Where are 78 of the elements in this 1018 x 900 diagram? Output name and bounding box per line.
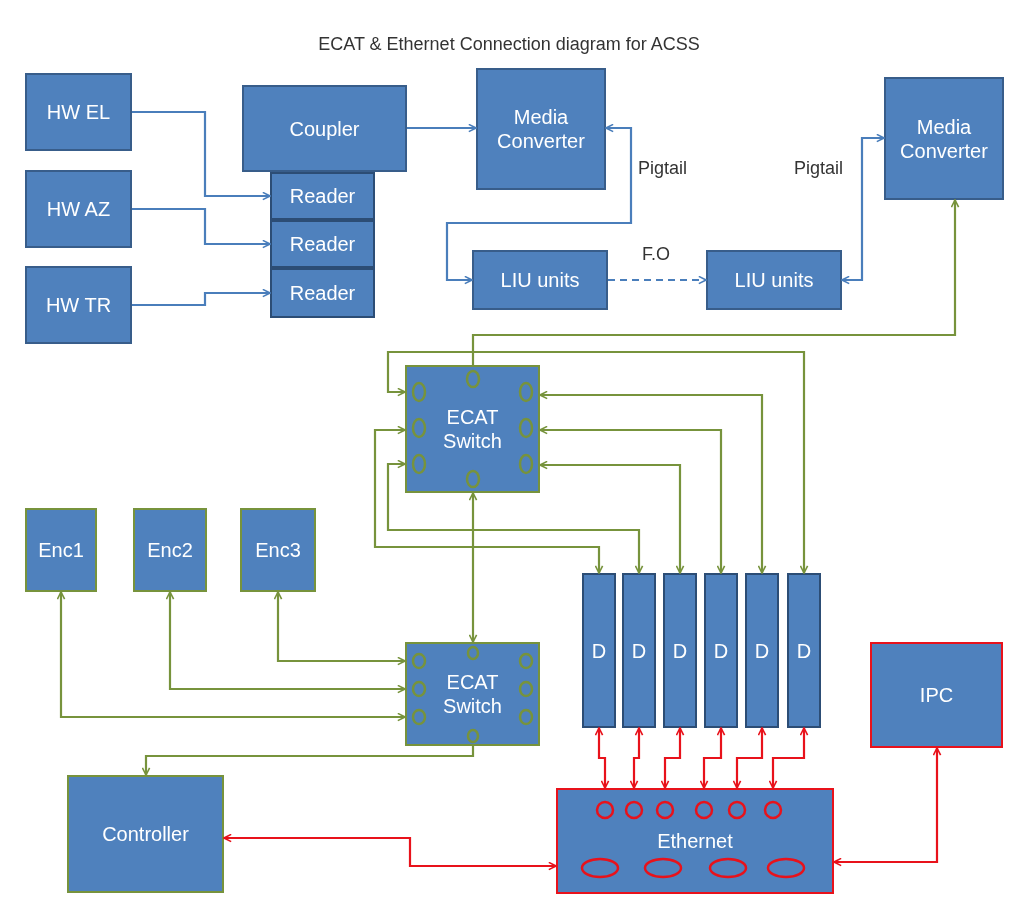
connector-arrow (407, 123, 477, 133)
connector-arrow (768, 727, 809, 789)
node-label: D (754, 638, 770, 663)
connector-arrow (386, 459, 644, 574)
connector-arrow (732, 727, 767, 789)
component-box (25, 170, 132, 248)
connector-arrow (629, 727, 644, 789)
component-box (556, 788, 834, 894)
node-label: Enc3 (255, 538, 301, 562)
connector-arrow (539, 460, 685, 574)
drive-module-box (582, 573, 616, 728)
component-box (242, 85, 407, 172)
node-label: D (631, 638, 647, 663)
connector-arrow (132, 288, 271, 307)
connector-arrow (539, 390, 767, 574)
component-box (67, 775, 224, 893)
drive-module-box (704, 573, 738, 728)
node-label: LIU units (734, 268, 814, 292)
component-box (133, 508, 207, 592)
connector-arrow (699, 727, 726, 789)
connector-arrow (833, 747, 942, 867)
connector-arrow (445, 123, 633, 285)
connector-arrow (468, 492, 478, 643)
connector-arrow (141, 746, 475, 776)
node-label: HW TR (45, 293, 112, 317)
component-box (270, 268, 375, 318)
component-box (405, 365, 540, 493)
connector-arrow (132, 207, 271, 249)
component-box (870, 642, 1003, 748)
connector-arrow (223, 833, 557, 871)
connector-arrow (386, 350, 809, 574)
node-label: D (713, 638, 729, 663)
connector-arrow (594, 727, 610, 789)
component-box (25, 266, 132, 344)
component-box (884, 77, 1004, 200)
node-label: D (672, 638, 688, 663)
connector-arrow (273, 591, 406, 666)
node-label: Media Converter (899, 114, 989, 163)
node-label: Ethernet (657, 829, 733, 853)
component-box (270, 172, 375, 220)
component-box (270, 220, 375, 268)
node-label: Reader (289, 232, 356, 256)
node-label: ECAT Switch (442, 405, 503, 453)
connector-arrow (660, 727, 685, 789)
component-box (25, 73, 132, 151)
node-label: Enc1 (38, 538, 84, 562)
component-box (706, 250, 842, 310)
node-label: D (591, 638, 607, 663)
component-box (240, 508, 316, 592)
node-label: HW AZ (46, 197, 111, 221)
connector-arrow (471, 199, 960, 365)
connector-arrow (539, 425, 726, 574)
node-label: Reader (289, 281, 356, 305)
node-label: Coupler (289, 116, 360, 141)
drive-module-box (622, 573, 656, 728)
diagram-title: ECAT & Ethernet Connection diagram for ACSS (318, 34, 700, 54)
drive-module-box (663, 573, 697, 728)
component-box (25, 508, 97, 592)
connector-arrow (56, 591, 406, 722)
node-label: D (796, 638, 812, 663)
component-box (405, 642, 540, 746)
node-label: Enc2 (147, 538, 193, 562)
drive-module-box (745, 573, 779, 728)
drive-module-box (787, 573, 821, 728)
node-label: LIU units (500, 268, 580, 292)
connector-arrow (608, 275, 707, 285)
connector-arrow (373, 425, 604, 574)
node-label: Controller (102, 822, 189, 846)
connector-arrow (165, 591, 406, 694)
component-box (476, 68, 606, 190)
connector-arrow (841, 133, 885, 285)
connector-arrow (132, 110, 271, 201)
component-box (472, 250, 608, 310)
node-label: HW EL (46, 100, 111, 124)
node-label: Reader (289, 184, 356, 208)
node-label: ECAT Switch (442, 670, 503, 718)
node-label: IPC (919, 683, 954, 707)
node-label: Media Converter (496, 105, 586, 153)
